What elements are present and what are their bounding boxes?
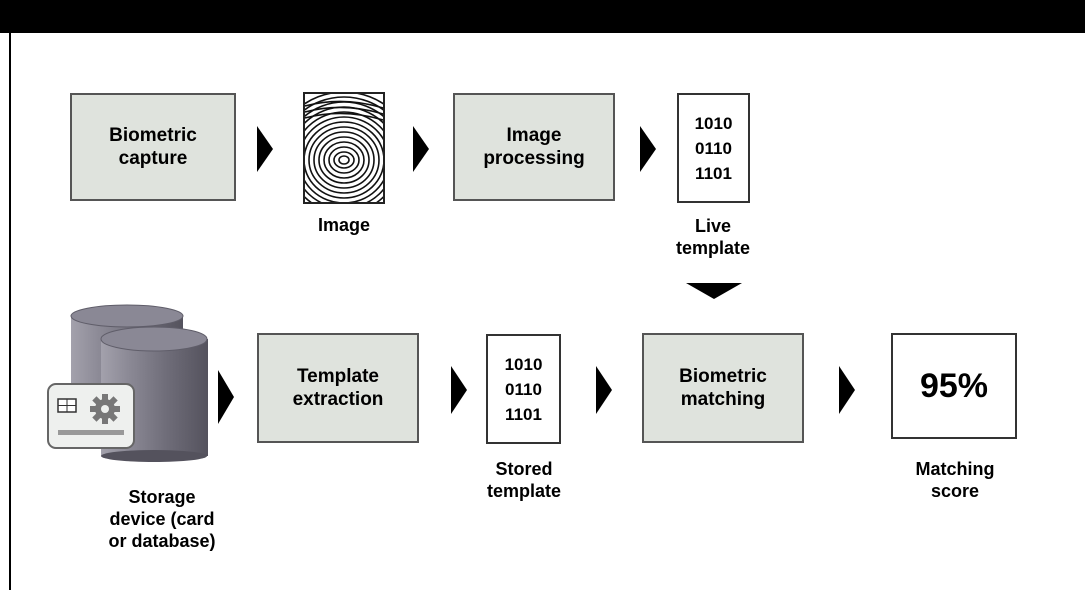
template-extraction-box: Template extraction xyxy=(257,333,419,443)
arrow-right-icon xyxy=(257,126,273,172)
gear-icon xyxy=(90,394,120,424)
smart-card-icon xyxy=(47,383,135,449)
arrow-down-icon xyxy=(686,283,742,299)
storage-device-label: Storage device (card or database) xyxy=(108,487,216,551)
stored-template-document: 1010 0110 1101 xyxy=(486,334,561,444)
arrow-right-icon xyxy=(596,366,612,414)
arrow-right-icon xyxy=(218,370,234,424)
matching-score-label: Matching score xyxy=(915,459,995,501)
arrow-right-icon xyxy=(839,366,855,414)
biometric-capture-box: Biometric capture xyxy=(70,93,236,201)
left-border xyxy=(9,33,11,590)
live-template-document: 1010 0110 1101 xyxy=(677,93,750,203)
arrow-right-icon xyxy=(413,126,429,172)
live-template-label: Live template xyxy=(675,216,751,258)
stored-template-label: Stored template xyxy=(486,459,562,501)
image-label: Image xyxy=(317,215,371,235)
image-processing-box: Image processing xyxy=(453,93,615,201)
arrow-right-icon xyxy=(451,366,467,414)
arrow-right-icon xyxy=(640,126,656,172)
fingerprint-icon xyxy=(303,92,385,204)
biometric-matching-box: Biometric matching xyxy=(642,333,804,443)
top-banner xyxy=(0,0,1085,33)
matching-score-value: 95% xyxy=(891,333,1017,439)
